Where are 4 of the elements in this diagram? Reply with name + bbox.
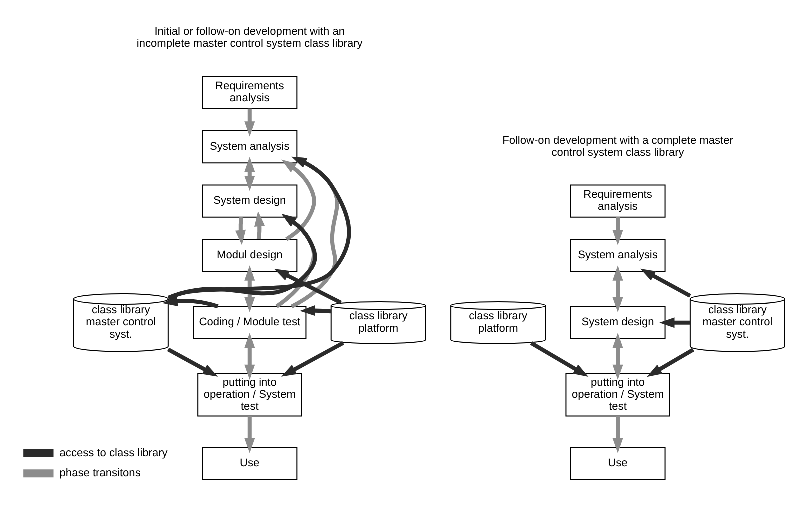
legend-label: access to class library [59, 446, 168, 459]
label: Follow-on development with a complete master control system class library [502, 134, 733, 158]
legend-label: phase transitons [59, 466, 140, 479]
label: Initial or follow-on development with an incomplete master control system class library [136, 26, 362, 50]
